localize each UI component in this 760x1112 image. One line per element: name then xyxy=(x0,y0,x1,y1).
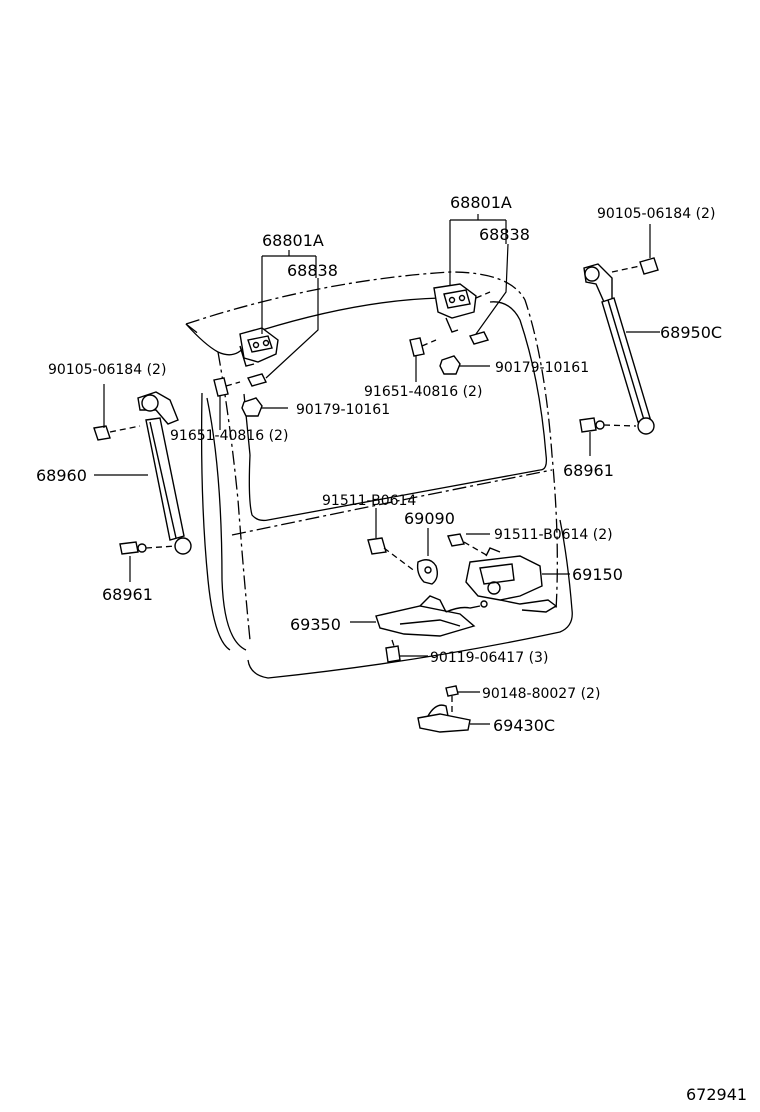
label-ball-left: 68961 xyxy=(102,585,153,604)
label-nut-right: 90179-10161 xyxy=(495,360,589,376)
right-ball-stud xyxy=(579,417,637,456)
label-cover: 69090 xyxy=(404,509,455,528)
right-hinge xyxy=(433,283,491,345)
striker-screw xyxy=(445,685,480,716)
label-ball-right: 68961 xyxy=(563,461,614,480)
label-bolt-top-right: 90105-06184 (2) xyxy=(597,206,715,222)
left-stay-bolt xyxy=(93,384,141,441)
label-bolt-hinge-right: 91651-40816 (2) xyxy=(364,384,482,400)
left-ball-stud xyxy=(119,541,177,582)
left-hinge-bolt xyxy=(213,377,241,397)
body-opening xyxy=(185,297,573,679)
right-gas-stay xyxy=(583,263,660,435)
label-handle: 69350 xyxy=(290,615,341,634)
label-stay-right: 68950C xyxy=(660,323,722,342)
right-hinge-leaders xyxy=(415,214,509,382)
left-hinge xyxy=(239,327,279,387)
label-bolt-left: 90105-06184 (2) xyxy=(48,362,166,378)
striker-69430C xyxy=(417,704,490,733)
label-hinge-right: 68801A xyxy=(450,193,512,212)
left-hinge-nut xyxy=(241,397,263,417)
left-gas-stay xyxy=(94,391,192,555)
label-bolt-lock-right: 91511-B0614 (2) xyxy=(494,527,613,543)
handle-69350 xyxy=(350,595,488,637)
right-hinge-nut xyxy=(439,355,461,375)
handle-bolt xyxy=(385,639,428,663)
right-stay-bolt xyxy=(611,224,659,275)
label-hinge-left: 68801A xyxy=(262,231,324,250)
right-hinge-bolt xyxy=(409,337,437,357)
diagram-id: 672941 xyxy=(686,1085,747,1104)
label-striker: 69430C xyxy=(493,716,555,735)
label-stay-left: 68960 xyxy=(36,466,87,485)
label-bolt-hinge-left: 91651-40816 (2) xyxy=(170,428,288,444)
lock-bolt-left xyxy=(367,508,417,573)
label-screw-striker: 90148-80027 (2) xyxy=(482,686,600,702)
label-hinge-left-sub: 68838 xyxy=(287,261,338,280)
label-bolt-handle: 90119-06417 (3) xyxy=(430,650,548,666)
left-hinge-leaders xyxy=(219,250,319,430)
label-lock: 69150 xyxy=(572,565,623,584)
label-hinge-right-sub: 68838 xyxy=(479,225,530,244)
lock-bolt-right xyxy=(447,533,490,557)
label-nut-left: 90179-10161 xyxy=(296,402,390,418)
label-bolt-lock-left: 91511-B0614 xyxy=(322,493,416,509)
cover-69090 xyxy=(416,528,439,585)
lock-69150 xyxy=(465,547,570,613)
